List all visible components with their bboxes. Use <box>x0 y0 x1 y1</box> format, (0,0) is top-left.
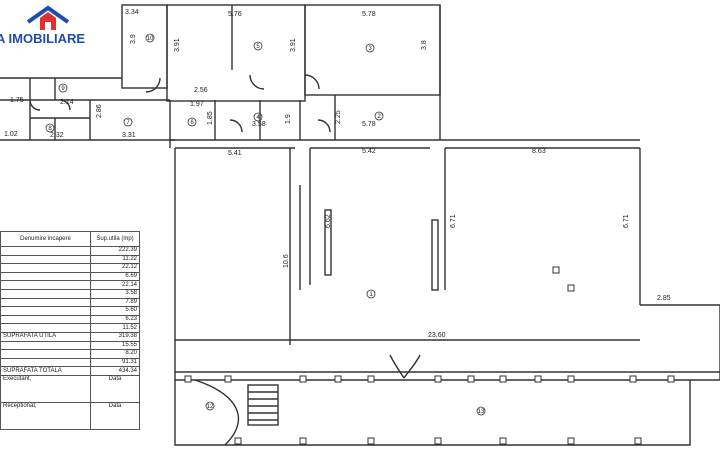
room-number: 6 <box>190 120 194 126</box>
dimension-label: 6.62 <box>325 214 332 228</box>
column <box>367 375 375 383</box>
room-number: 1 <box>369 292 373 298</box>
brand-logo[interactable]: A IMOBILIARE <box>0 0 100 50</box>
column <box>467 375 475 383</box>
table-row: 6.23 <box>0 314 140 325</box>
column <box>629 375 637 383</box>
table-row: 91.31 <box>0 357 140 368</box>
dimension-label: 5.78 <box>362 11 376 18</box>
column <box>224 375 232 383</box>
dimension-label: 1.85 <box>207 111 214 125</box>
dimension-label: 3.31 <box>122 132 136 139</box>
receptionat-date: Data <box>90 401 140 430</box>
signature-row: Receptionat, Data <box>0 401 140 430</box>
dimension-label: 10.6 <box>283 254 290 268</box>
column <box>499 437 507 445</box>
dimension-label: 2.85 <box>657 295 671 302</box>
receptionat-label: Receptionat, <box>0 401 91 430</box>
dimension-label: 3.34 <box>125 9 139 16</box>
dimension-label: 1.97 <box>190 101 204 108</box>
room-number: 13 <box>478 409 485 415</box>
column <box>334 375 342 383</box>
dimension-label: 1.02 <box>4 131 18 138</box>
column <box>434 375 442 383</box>
dimension-label: 3.91 <box>290 38 297 52</box>
executant-date: Data <box>90 374 140 403</box>
column <box>567 437 575 445</box>
column <box>552 266 560 274</box>
dimension-label: 1.9 <box>285 114 292 124</box>
room-3-wall <box>304 4 441 96</box>
dimension-label: 5.42 <box>362 148 376 155</box>
column <box>234 437 242 445</box>
dimension-label: 2.56 <box>194 87 208 94</box>
room-number: 3 <box>368 46 372 52</box>
table-row: 6.69 <box>0 271 140 282</box>
dimension-label: 5.78 <box>362 121 376 128</box>
table-header-value: Sup.utila (mp) <box>90 231 140 247</box>
column <box>434 437 442 445</box>
dimension-label: 2.25 <box>335 110 342 124</box>
dimension-label: 2.86 <box>96 104 103 118</box>
column <box>667 375 675 383</box>
table-row: 22.12 <box>0 263 140 273</box>
column <box>534 375 542 383</box>
column <box>499 375 507 383</box>
column <box>367 437 375 445</box>
room-number: 8 <box>48 126 52 132</box>
column <box>299 375 307 383</box>
room-number: 10 <box>147 36 154 42</box>
dimension-label: 23.60 <box>428 332 446 339</box>
column <box>299 437 307 445</box>
column <box>184 375 192 383</box>
column <box>567 375 575 383</box>
room-number: 12 <box>207 404 214 410</box>
room-10-wall <box>121 4 168 89</box>
dimension-label: 3.9 <box>130 34 137 44</box>
house-roof-icon <box>26 5 70 30</box>
dimension-label: 2.14 <box>60 99 74 106</box>
dimension-label: 3.8 <box>421 40 428 50</box>
table-row: 5.60 <box>0 306 140 316</box>
area-table: Denumire incapere Sup.utila (mp) 222.39 … <box>0 231 140 430</box>
room-number: 2 <box>377 114 381 120</box>
dimension-label: 8.63 <box>532 148 546 155</box>
dimension-label: 6.71 <box>450 214 457 228</box>
dimension-label: 5.76 <box>228 11 242 18</box>
executant-label: Executant, <box>0 374 91 403</box>
signature-row: Executant, Data <box>0 374 140 403</box>
table-header-name: Denumire incapere <box>0 231 91 247</box>
dimension-label: 1.75 <box>10 97 24 104</box>
table-row: 11.52 <box>0 323 140 333</box>
table-row: 7.89 <box>0 297 140 308</box>
column <box>567 284 575 292</box>
column <box>634 437 642 445</box>
table-row: 11.22 <box>0 254 140 265</box>
dimension-label: 5.41 <box>228 150 242 157</box>
room-number: 4 <box>256 115 260 121</box>
table-row: 222.39 <box>0 246 140 256</box>
dimension-label: 3.58 <box>252 121 266 128</box>
room-5-wall <box>166 4 306 102</box>
room-number: 9 <box>61 86 65 92</box>
table-row: 8.20 <box>0 349 140 359</box>
brand-name: A IMOBILIARE <box>0 31 86 46</box>
room-number: 5 <box>256 44 260 50</box>
table-row: 22.14 <box>0 280 140 290</box>
table-row: 3.58 <box>0 288 140 299</box>
dimension-label: 3.91 <box>174 38 181 52</box>
dimension-label: 6.71 <box>623 214 630 228</box>
table-row: 15.55 <box>0 340 140 351</box>
room-number: 7 <box>126 120 130 126</box>
dimension-label: 2.32 <box>50 132 64 139</box>
